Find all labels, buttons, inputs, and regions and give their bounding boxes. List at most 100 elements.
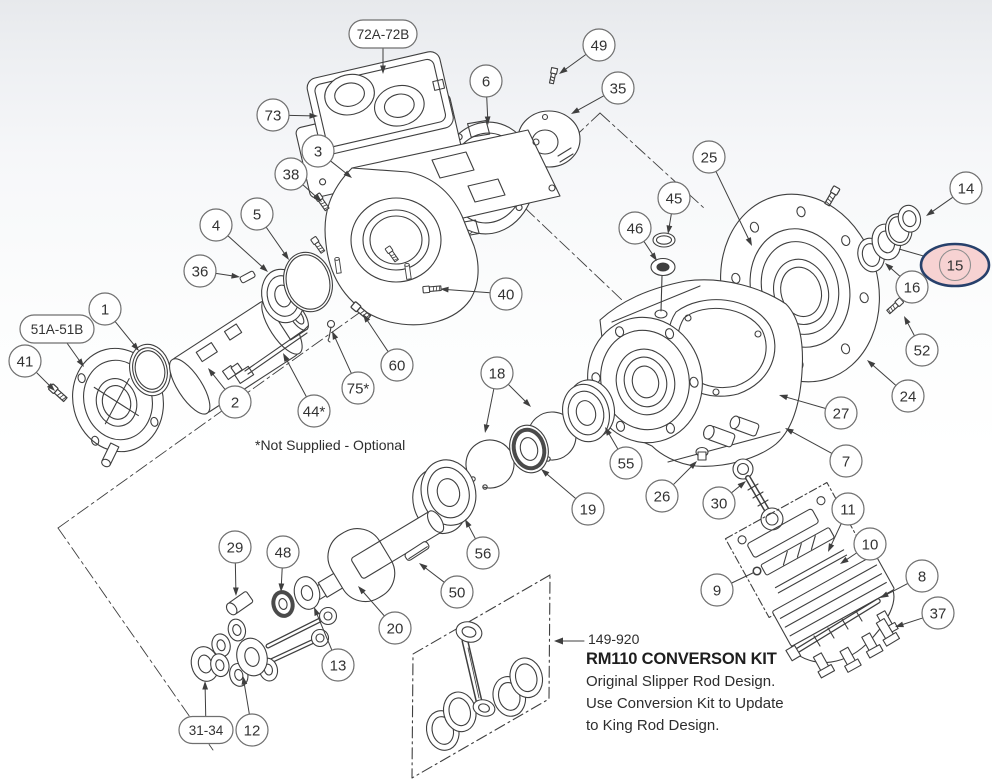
leader-27 <box>779 394 826 410</box>
callout-13[interactable]: 13 <box>321 648 355 682</box>
callout-55[interactable]: 55 <box>609 446 643 480</box>
callout-5[interactable]: 5 <box>240 197 274 231</box>
pin-75 <box>326 319 336 343</box>
callout-31-34[interactable]: 31-34 <box>178 715 234 745</box>
callout-20[interactable]: 20 <box>378 611 412 645</box>
balloon-label: 44* <box>303 403 326 420</box>
callout-3[interactable]: 3 <box>301 134 335 168</box>
balloon-circle <box>218 385 252 419</box>
bolt-top-right <box>823 185 841 207</box>
leader-25 <box>715 171 752 246</box>
callout-10[interactable]: 10 <box>853 527 887 561</box>
callout-30[interactable]: 30 <box>702 486 736 520</box>
callout-72a-72b[interactable]: 72A-72B <box>348 19 418 49</box>
callout-7[interactable]: 7 <box>829 444 863 478</box>
leader-29 <box>232 562 239 596</box>
callout-44star[interactable]: 44* <box>297 394 331 428</box>
balloon-circle <box>824 396 858 430</box>
screw-49 <box>548 67 559 85</box>
callout-26[interactable]: 26 <box>645 479 679 513</box>
balloon-label: 31-34 <box>189 723 224 738</box>
balloon-label: 7 <box>842 453 850 470</box>
callout-9[interactable]: 9 <box>700 573 734 607</box>
o-ring-5 <box>283 251 333 313</box>
callout-45[interactable]: 45 <box>657 181 691 215</box>
callout-38[interactable]: 38 <box>274 157 308 191</box>
callout-40[interactable]: 40 <box>489 277 523 311</box>
leader-14 <box>926 196 954 216</box>
pin-29 <box>225 591 254 616</box>
balloon-circle <box>235 713 269 747</box>
leader-55 <box>605 427 619 450</box>
balloon-stadium <box>178 715 234 745</box>
callout-6[interactable]: 6 <box>469 64 503 98</box>
balloon-circle <box>440 575 474 609</box>
leader-5 <box>265 226 289 260</box>
balloon-label: 20 <box>387 620 404 637</box>
callout-27[interactable]: 27 <box>824 396 858 430</box>
callout-51a-51b[interactable]: 51A-51B <box>19 314 95 344</box>
oil-seal-19 <box>509 424 549 474</box>
kit-ref-number: 149-920 <box>588 631 640 647</box>
balloon-label: 60 <box>389 357 406 374</box>
leader-lines <box>35 48 954 717</box>
balloon-label: 10 <box>862 536 879 553</box>
balloon-label: 18 <box>489 365 506 382</box>
callout-8[interactable]: 8 <box>905 559 939 593</box>
callout-50[interactable]: 50 <box>440 575 474 609</box>
callout-35[interactable]: 35 <box>601 71 635 105</box>
balloon-circle <box>618 211 652 245</box>
leader-38 <box>302 184 322 202</box>
leader-4 <box>227 235 268 272</box>
callout-14[interactable]: 14 <box>949 171 983 205</box>
balloon-circle <box>645 479 679 513</box>
balloon-circle <box>88 292 122 326</box>
callout-48[interactable]: 48 <box>266 535 300 569</box>
leader-50 <box>419 563 445 583</box>
callout-18[interactable]: 18 <box>480 356 514 390</box>
callout-29[interactable]: 29 <box>218 530 252 564</box>
shaft-seal-1 <box>129 343 171 397</box>
callout-73[interactable]: 73 <box>256 98 290 132</box>
callout-41[interactable]: 41 <box>8 344 42 378</box>
callout-1[interactable]: 1 <box>88 292 122 326</box>
callout-75star[interactable]: 75* <box>341 371 375 405</box>
callout-12[interactable]: 12 <box>235 713 269 747</box>
balloon-label: 27 <box>833 405 850 422</box>
balloon-circle <box>905 559 939 593</box>
callout-60[interactable]: 60 <box>380 348 414 382</box>
callout-49[interactable]: 49 <box>582 28 616 62</box>
callout-56[interactable]: 56 <box>466 536 500 570</box>
balloon-circle <box>702 486 736 520</box>
highlight-ellipse <box>919 242 991 288</box>
balloon-label: 48 <box>275 544 292 561</box>
balloon-circle <box>938 248 972 282</box>
callout-52[interactable]: 52 <box>905 333 939 367</box>
callout-46[interactable]: 46 <box>618 211 652 245</box>
balloon-circle <box>582 28 616 62</box>
balloon-stadium <box>19 314 95 344</box>
balloon-label: 51A-51B <box>31 322 84 337</box>
shaft-seal-stack <box>857 204 922 273</box>
callout-36[interactable]: 36 <box>183 254 217 288</box>
leader-51a-51b <box>66 342 84 367</box>
callout-19[interactable]: 19 <box>571 492 605 526</box>
oil-plug-46 <box>650 232 676 312</box>
balloon-circle <box>183 254 217 288</box>
callout-24[interactable]: 24 <box>891 379 925 413</box>
leader-30 <box>731 481 746 494</box>
callout-15[interactable]: 15 <box>919 242 991 288</box>
callout-37[interactable]: 37 <box>921 596 955 630</box>
leader-37 <box>895 617 923 628</box>
balloon-label: 38 <box>283 166 300 183</box>
callout-25[interactable]: 25 <box>692 140 726 174</box>
callout-16[interactable]: 16 <box>895 270 929 304</box>
balloon-label: 11 <box>840 501 856 518</box>
balloon-circle <box>240 197 274 231</box>
callout-11[interactable]: 11 <box>831 492 865 526</box>
callout-4[interactable]: 4 <box>199 208 233 242</box>
callout-2[interactable]: 2 <box>218 385 252 419</box>
